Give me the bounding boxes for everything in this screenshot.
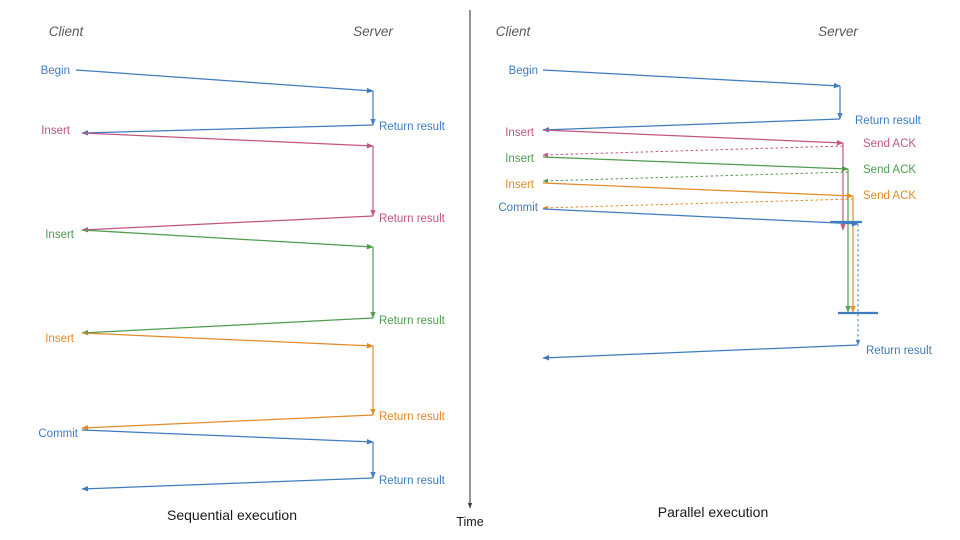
panel-caption-parallel: Parallel execution (658, 504, 769, 520)
message-parallel-insert1-request (542, 129, 844, 146)
message-sequential-insert1-request (81, 132, 374, 149)
client-message-label-parallel-1: Insert (505, 127, 535, 139)
lane-header-server-parallel: Server (818, 24, 858, 39)
server-message-label-parallel-0: Return result (855, 115, 922, 127)
lane-header-server-sequential: Server (353, 24, 393, 39)
server-message-label-parallel-1: Send ACK (863, 138, 916, 150)
lane-header-client-sequential: Client (49, 24, 85, 39)
server-message-label-sequential-1: Return result (379, 213, 446, 225)
message-sequential-insert1-response (81, 215, 374, 233)
message-parallel-insert1-ack (542, 145, 844, 158)
message-sequential-insert3-response (81, 414, 374, 431)
client-message-label-parallel-0: Begin (509, 65, 538, 77)
client-message-label-parallel-4: Commit (498, 202, 538, 214)
client-message-label-sequential-0: Begin (41, 65, 70, 77)
time-axis-label: Time (456, 515, 483, 529)
message-parallel-begin-request (542, 69, 841, 89)
message-sequential-begin-request (75, 69, 374, 94)
message-sequential-begin-response (81, 124, 374, 136)
messages-layer (75, 10, 861, 509)
message-parallel-begin-response (542, 118, 841, 133)
message-parallel-insert2-ack (542, 171, 849, 184)
server-message-label-parallel-4: Return result (866, 345, 933, 357)
server-message-label-parallel-3: Send ACK (863, 190, 916, 202)
client-message-label-sequential-1: Insert (41, 125, 71, 137)
message-sequential-commit-response (81, 477, 374, 492)
client-message-label-sequential-3: Insert (45, 333, 75, 345)
client-message-label-parallel-3: Insert (505, 179, 535, 191)
message-sequential-insert3-request (81, 332, 374, 349)
server-message-label-sequential-0: Return result (379, 121, 446, 133)
message-parallel-insert3-ack (542, 198, 854, 211)
message-sequential-insert2-request (81, 229, 374, 250)
message-parallel-commit-request (542, 208, 859, 227)
server-message-label-sequential-4: Return result (379, 475, 446, 487)
sync-bars-layer (830, 220, 878, 315)
server-message-label-sequential-2: Return result (379, 315, 446, 327)
message-sequential-commit-request (81, 429, 374, 445)
client-message-label-parallel-2: Insert (505, 153, 535, 165)
server-message-label-sequential-3: Return result (379, 411, 446, 423)
client-message-label-sequential-4: Commit (38, 428, 78, 440)
message-parallel-insert3-request (542, 182, 854, 199)
lane-header-client-parallel: Client (496, 24, 532, 39)
message-parallel-insert2-request (542, 156, 849, 172)
panel-caption-sequential: Sequential execution (167, 507, 297, 523)
message-sequential-insert2-response (81, 317, 374, 336)
message-parallel-commit-response (542, 344, 859, 361)
server-message-label-parallel-2: Send ACK (863, 164, 916, 176)
client-message-label-sequential-2: Insert (45, 229, 75, 241)
